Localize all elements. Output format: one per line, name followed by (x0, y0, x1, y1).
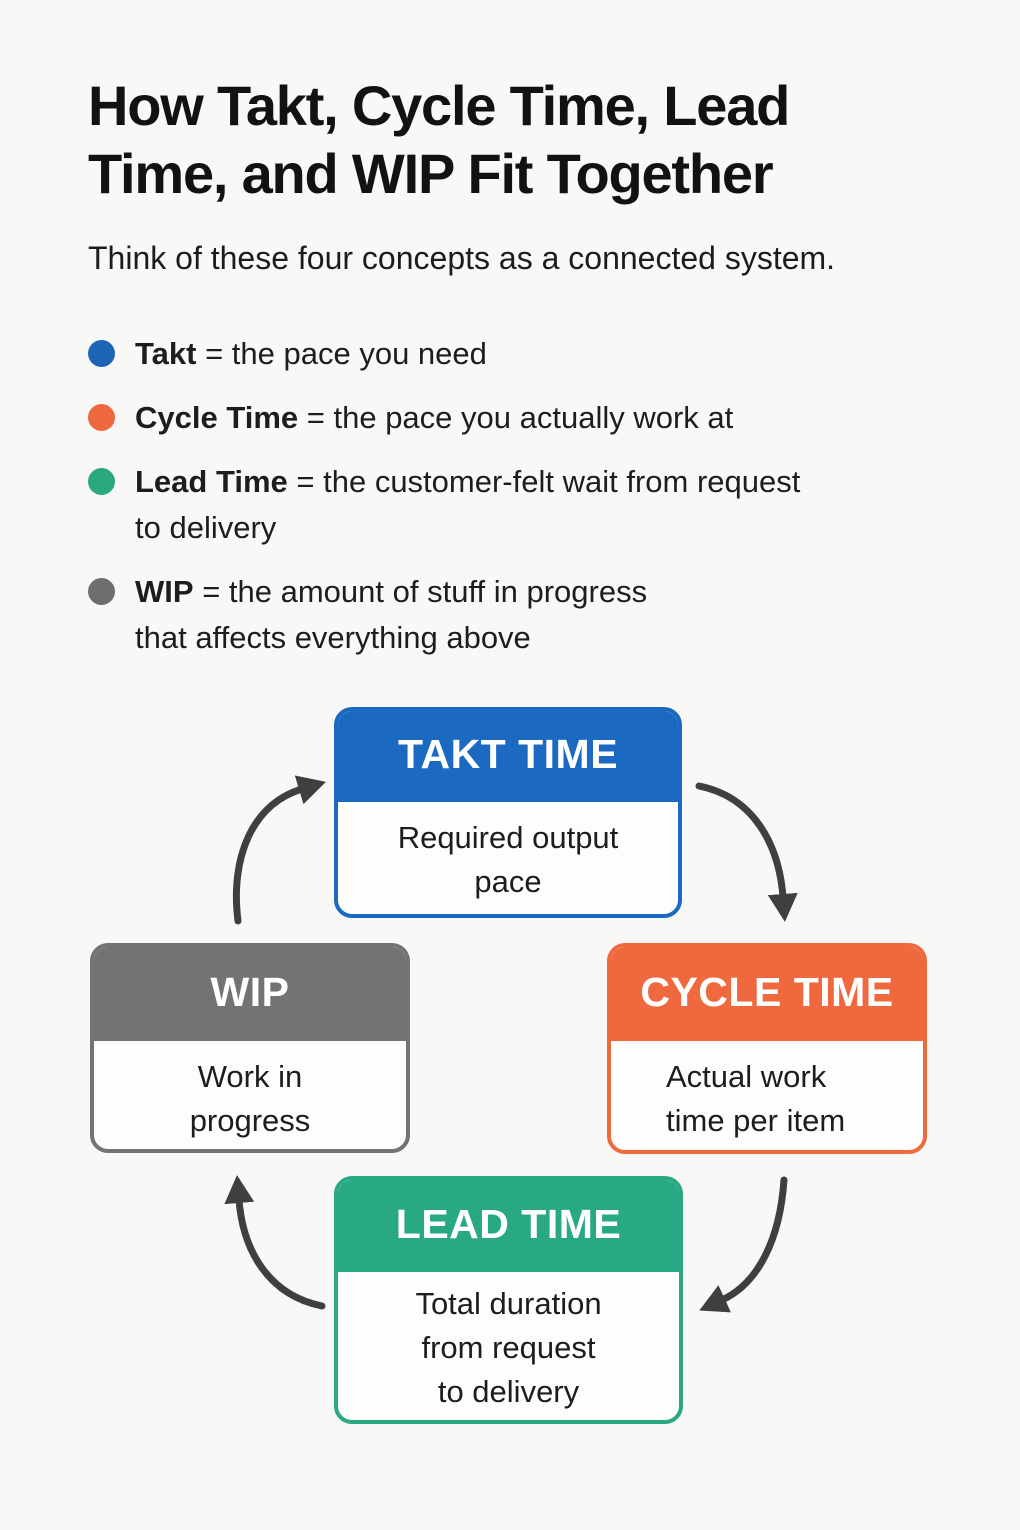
legend-term-wip: WIP (135, 574, 194, 609)
legend-term-cycle-time: Cycle Time (135, 400, 299, 435)
page-title: How Takt, Cycle Time, Lead Time, and WIP… (88, 72, 790, 208)
legend-definition-cycle-time: = the pace you actually work at (306, 400, 734, 435)
takt-time-node-title: TAKT TIME (397, 731, 619, 777)
arrow-cycle-to-lead (699, 1176, 788, 1313)
cycle-time-node-title: CYCLE TIME (640, 968, 894, 1015)
takt-bullet-dot (88, 340, 115, 367)
cycle-time-bullet-dot (88, 404, 115, 431)
legend-definition-lead-time: = the customer-felt wait from request (296, 464, 801, 499)
cycle-time-node-header: CYCLE TIME (611, 947, 923, 1041)
legend-item-takt: Takt = the pace you need (88, 331, 938, 377)
legend-text-takt: Takt = the pace you need (135, 331, 938, 377)
wip-node-title: WIP (210, 968, 290, 1015)
wip-bullet-dot (88, 578, 115, 605)
legend-definition-takt: = the pace you need (205, 336, 487, 371)
page-subtitle: Think of these four concepts as a connec… (88, 240, 836, 276)
takt-time-node-header: TAKT TIME (338, 711, 678, 802)
legend-text-cycle-time: Cycle Time = the pace you actually work … (135, 395, 938, 441)
lead-time-node-title: LEAD TIME (395, 1200, 622, 1247)
legend-definition-wip: = the amount of stuff in progress (202, 574, 648, 609)
legend-term-lead-time: Lead Time (135, 464, 288, 499)
lead-time-node-header: LEAD TIME (338, 1180, 679, 1272)
legend-text-wip: WIP = the amount of stuff in progress th… (135, 569, 938, 661)
arrow-wip-to-takt (232, 775, 326, 925)
arrow-lead-to-wip (224, 1175, 326, 1310)
legend-definition-wip-line2: that affects everything above (135, 620, 531, 655)
arrow-takt-to-cycle (695, 782, 798, 922)
legend-item-wip: WIP = the amount of stuff in progress th… (88, 569, 938, 661)
legend-text-lead-time: Lead Time = the customer-felt wait from … (135, 459, 938, 551)
wip-node-header: WIP (94, 947, 406, 1041)
page-title-line-2: Time, and WIP Fit Together (88, 142, 774, 205)
lead-time-bullet-dot (88, 468, 115, 495)
legend-term-takt: Takt (135, 336, 197, 371)
legend-item-lead-time: Lead Time = the customer-felt wait from … (88, 459, 938, 551)
legend-item-cycle-time: Cycle Time = the pace you actually work … (88, 395, 938, 441)
legend-definition-lead-time-line2: to delivery (135, 510, 277, 545)
legend-list: Takt = the pace you need Cycle Time = th… (88, 331, 938, 679)
page-title-line-1: How Takt, Cycle Time, Lead (88, 74, 790, 137)
